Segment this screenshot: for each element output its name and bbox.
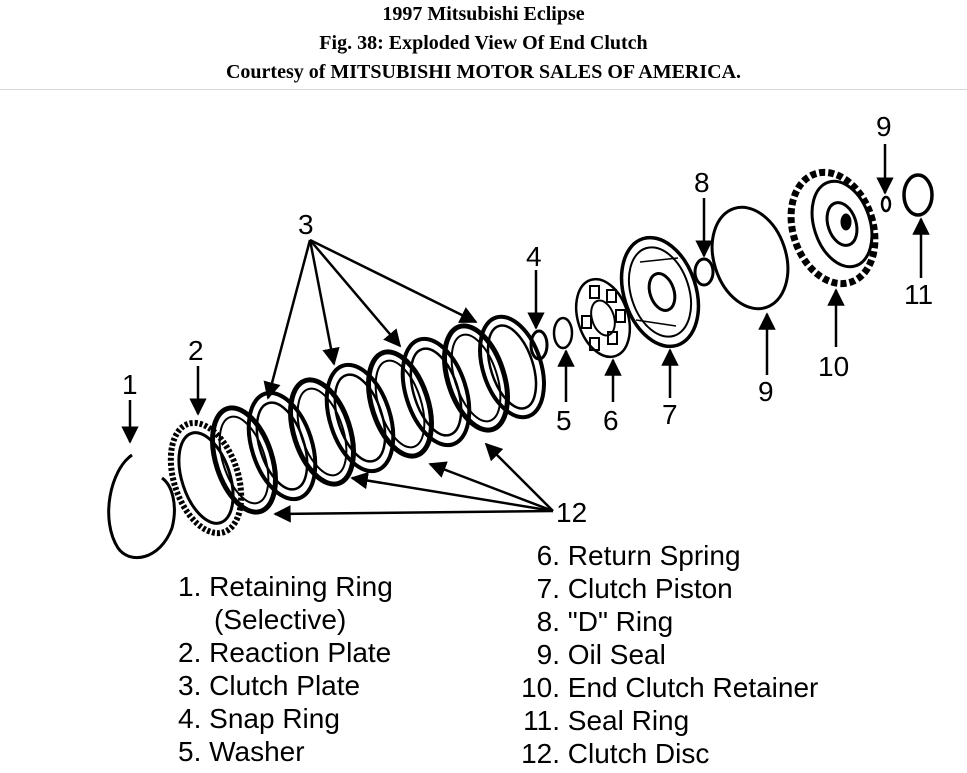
callout-11: 11 <box>904 279 933 310</box>
legend-label: Oil Seal <box>567 639 666 670</box>
legend-left: 1. Retaining Ring (Selective) 2. Reactio… <box>178 570 393 768</box>
clutch-plate <box>288 377 356 487</box>
figure-title: Fig. 38: Exploded View Of End Clutch <box>319 32 648 54</box>
legend-item: (Selective) <box>178 603 393 636</box>
legend-item: 10. End Clutch Retainer <box>514 671 818 704</box>
legend-label: Clutch Piston <box>567 573 733 604</box>
end-clutch-retainer <box>787 168 879 288</box>
reaction-plate <box>167 419 245 537</box>
clutch-plate <box>210 405 278 515</box>
legend-item: 12. Clutch Disc <box>514 737 818 770</box>
legend-item: 2. Reaction Plate <box>178 636 393 669</box>
legend-label: Reaction Plate <box>209 637 392 668</box>
legend-item: 7. Clutch Piston <box>514 572 818 605</box>
header-divider <box>0 89 967 90</box>
clutch-plate <box>442 323 510 433</box>
clutch-piston <box>619 235 701 349</box>
oil-seal-small <box>880 195 892 213</box>
legend-label: "D" Ring <box>567 606 674 637</box>
legend-right: 6. Return Spring 7. Clutch Piston 8. "D"… <box>514 539 818 770</box>
legend-label: Washer <box>209 736 305 767</box>
callout-4: 4 <box>526 241 542 272</box>
clutch-disc <box>324 362 396 474</box>
legend-item: 5. Washer <box>178 735 393 768</box>
callout-5: 5 <box>556 405 572 436</box>
retaining-ring <box>107 453 176 560</box>
clutch-disc <box>246 390 318 502</box>
legend-number: 3. <box>178 670 202 701</box>
callout-1: 1 <box>122 369 138 400</box>
callout-2: 2 <box>188 335 204 366</box>
legend-label: Clutch Disc <box>567 738 710 769</box>
legend-item: 11. Seal Ring <box>514 704 818 737</box>
legend-label: Return Spring <box>567 540 741 571</box>
legend-number: 12. <box>521 738 560 769</box>
legend-label: End Clutch Retainer <box>567 672 819 703</box>
legend-label: (Selective) <box>214 604 347 635</box>
legend-item: 1. Retaining Ring <box>178 570 393 603</box>
callout-10: 10 <box>818 351 849 382</box>
header-vehicle: 1997 Mitsubishi Eclipse <box>382 3 585 25</box>
callout-3: 3 <box>298 209 314 240</box>
oil-seal <box>710 205 790 311</box>
legend-item: 4. Snap Ring <box>178 702 393 735</box>
leader-arrows <box>121 144 930 523</box>
legend-number: 8. <box>536 606 560 637</box>
legend-item: 9. Oil Seal <box>514 638 818 671</box>
legend-number: 1. <box>178 571 202 602</box>
legend-number: 2. <box>178 637 202 668</box>
legend-number: 5. <box>178 736 202 767</box>
seal-ring <box>902 173 934 217</box>
legend-number: 4. <box>178 703 202 734</box>
clutch-disc <box>478 314 546 420</box>
legend-item: 3. Clutch Plate <box>178 669 393 702</box>
legend-number: 7. <box>536 573 560 604</box>
clutch-plate <box>366 349 434 459</box>
callout-9-small: 9 <box>876 111 892 142</box>
clutch-pack <box>210 314 546 515</box>
callout-6: 6 <box>603 405 619 436</box>
figure-courtesy: Courtesy of MITSUBISHI MOTOR SALES OF AM… <box>225 61 742 83</box>
callout-8: 8 <box>694 167 710 198</box>
washer <box>552 316 574 350</box>
legend-label: Snap Ring <box>209 703 340 734</box>
legend-label: Retaining Ring <box>209 571 393 602</box>
callout-7: 7 <box>662 399 678 430</box>
clutch-disc <box>400 336 472 448</box>
callout-12: 12 <box>556 497 587 528</box>
legend-label: Clutch Plate <box>209 670 361 701</box>
legend-item: 8. "D" Ring <box>514 605 818 638</box>
legend-number: 6. <box>536 540 560 571</box>
d-ring <box>693 257 715 287</box>
legend-number: 11. <box>523 705 560 736</box>
legend-item: 6. Return Spring <box>514 539 818 572</box>
legend-number: 9. <box>536 639 560 670</box>
legend-number: 10. <box>521 672 560 703</box>
snap-ring <box>529 329 549 361</box>
legend-label: Seal Ring <box>567 705 690 736</box>
callout-9-seal: 9 <box>758 376 774 407</box>
